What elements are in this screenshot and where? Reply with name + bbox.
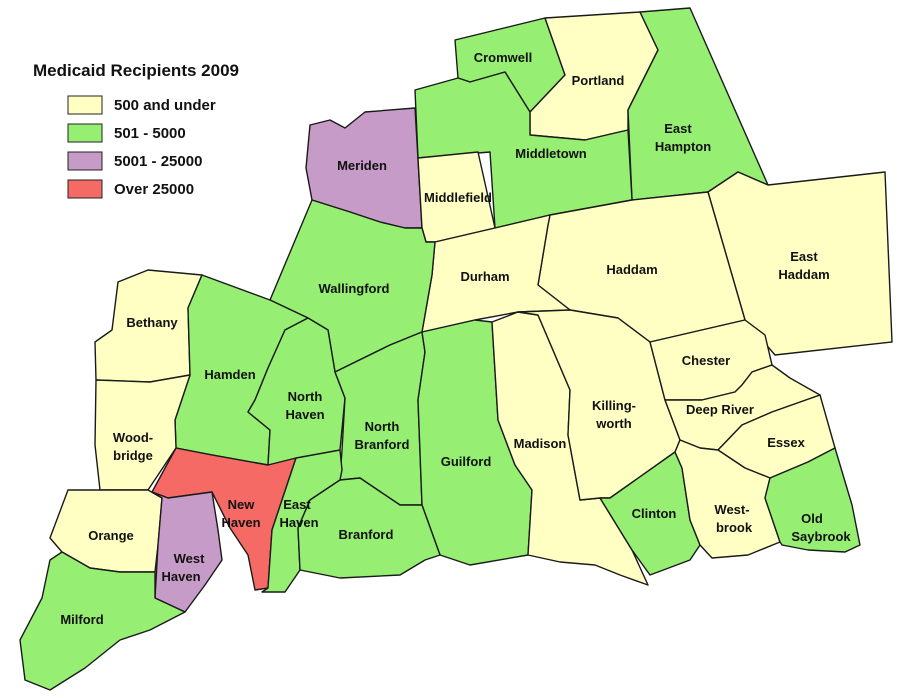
label-east-hampton-2: Hampton [655, 139, 711, 154]
label-orange: Orange [88, 528, 134, 543]
label-chester: Chester [682, 353, 730, 368]
legend-label-2: 5001 - 25000 [114, 153, 202, 170]
label-cromwell: Cromwell [474, 50, 533, 65]
label-new-haven-2: Haven [221, 515, 260, 530]
legend: 500 and under 501 - 5000 5001 - 25000 Ov… [67, 95, 216, 199]
label-hamden: Hamden [204, 367, 255, 382]
label-new-haven-1: New [228, 497, 256, 512]
town-old-saybrook[interactable] [764, 447, 861, 553]
town-milford[interactable] [19, 551, 186, 691]
label-westbrook-1: West- [714, 502, 749, 517]
label-east-haddam-2: Haddam [778, 267, 829, 282]
label-north-haven-1: North [288, 389, 323, 404]
label-killingworth-2: worth [595, 416, 631, 431]
label-west-haven-2: Haven [161, 569, 200, 584]
label-deep-river: Deep River [686, 402, 754, 417]
label-portland: Portland [572, 73, 625, 88]
label-old-saybrook-2: Saybrook [791, 529, 851, 544]
label-north-branford-1: North [365, 419, 400, 434]
label-meriden: Meriden [337, 158, 387, 173]
label-middletown: Middletown [515, 146, 587, 161]
label-wallingford: Wallingford [318, 281, 389, 296]
label-killingworth-1: Killing- [592, 398, 636, 413]
legend-swatch-3 [67, 179, 103, 199]
label-east-haven-2: Haven [279, 515, 318, 530]
label-north-haven-2: Haven [285, 407, 324, 422]
legend-swatch-0 [67, 95, 103, 115]
label-branford: Branford [339, 527, 394, 542]
label-east-hampton-1: East [664, 121, 692, 136]
label-durham: Durham [460, 269, 509, 284]
label-west-haven-1: West [174, 551, 205, 566]
label-east-haddam-1: East [790, 249, 818, 264]
label-westbrook-2: brook [716, 520, 753, 535]
label-guilford: Guilford [441, 454, 492, 469]
town-middletown[interactable] [414, 71, 633, 229]
label-bethany: Bethany [126, 315, 178, 330]
label-old-saybrook-1: Old [801, 511, 823, 526]
label-milford: Milford [60, 612, 103, 627]
legend-swatch-2 [67, 151, 103, 171]
legend-label-3: Over 25000 [114, 181, 194, 198]
label-haddam: Haddam [606, 262, 657, 277]
label-clinton: Clinton [632, 506, 677, 521]
label-middlefield: Middlefield [424, 190, 492, 205]
label-north-branford-2: Branford [355, 437, 410, 452]
legend-label-1: 501 - 5000 [114, 125, 186, 142]
label-east-haven-1: East [283, 497, 311, 512]
label-madison: Madison [514, 436, 567, 451]
legend-swatch-1 [67, 123, 103, 143]
map-title: Medicaid Recipients 2009 [33, 61, 239, 80]
label-woodbridge-1: Wood- [113, 430, 153, 445]
label-essex: Essex [767, 435, 805, 450]
town-branford[interactable] [297, 477, 441, 579]
legend-label-0: 500 and under [114, 97, 216, 114]
town-west-haven[interactable] [151, 491, 223, 613]
label-woodbridge-2: bridge [113, 448, 153, 463]
